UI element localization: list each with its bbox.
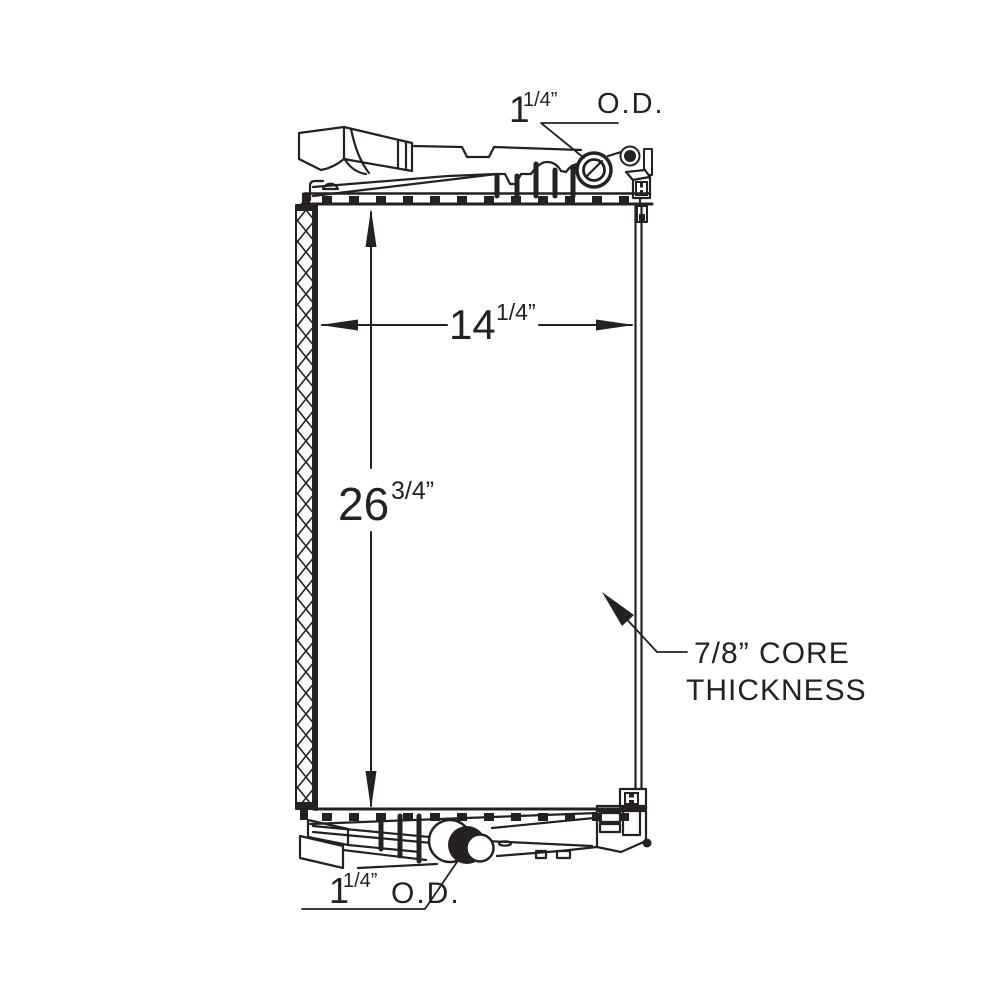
bottom-tab-1 [534, 849, 548, 860]
labels: 1 1/4” O.D. 14 1/4” 26 3/4” 7/8” CORE TH… [329, 88, 867, 911]
bottom-outlet-od-label: O.D. [391, 877, 461, 910]
height-dimension [365, 209, 377, 809]
bottom-outlet-size-fraction: 1/4” [343, 870, 377, 892]
top-header-band [300, 192, 654, 223]
core-thickness-label-line1: 7/8” CORE [694, 637, 850, 670]
bottom-port [427, 818, 495, 864]
dimension-annotations [301, 122, 688, 910]
top-left-bracket [297, 125, 414, 176]
top-port-leader [540, 122, 619, 159]
tank-top-edge [410, 144, 583, 159]
core-height-value: 26 [338, 478, 389, 530]
width-dimension [320, 319, 634, 331]
top-tank [297, 125, 654, 223]
top-tank-ribs [494, 161, 576, 199]
tank-wave-seam [495, 160, 584, 186]
bottom-slot [497, 840, 513, 847]
tank-seam-upper [311, 172, 499, 189]
core-fin-band [295, 204, 314, 810]
core-thickness-leader [602, 592, 688, 653]
top-outlet-size-whole: 1 [509, 89, 530, 130]
core-thickness-label-line2: THICKNESS [686, 674, 867, 707]
core [295, 203, 646, 811]
bottom-tank-top-edge [308, 811, 599, 826]
bottom-port-leader [301, 861, 458, 910]
bottom-contour-left [356, 862, 439, 870]
core-width-value: 14 [449, 301, 496, 348]
tank-top-edge-right [606, 150, 623, 158]
top-outlet-size-fraction: 1/4” [523, 89, 557, 111]
bottom-left-bracket [298, 818, 428, 870]
top-h-clip [624, 168, 652, 206]
top-outlet-od-label: O.D. [597, 88, 665, 120]
bottom-tank [298, 787, 652, 870]
bottom-seam-left-2 [311, 830, 434, 845]
bottom-outlet-size-whole: 1 [329, 870, 349, 911]
bottom-right-bracket [595, 787, 652, 854]
bottom-tab-2 [555, 849, 572, 860]
core-height-fraction: 3/4” [391, 477, 434, 505]
bottom-seam-right-upper [490, 816, 596, 830]
top-port [575, 151, 613, 189]
tank-hook [308, 179, 325, 202]
core-width-fraction: 1/4” [496, 299, 536, 325]
